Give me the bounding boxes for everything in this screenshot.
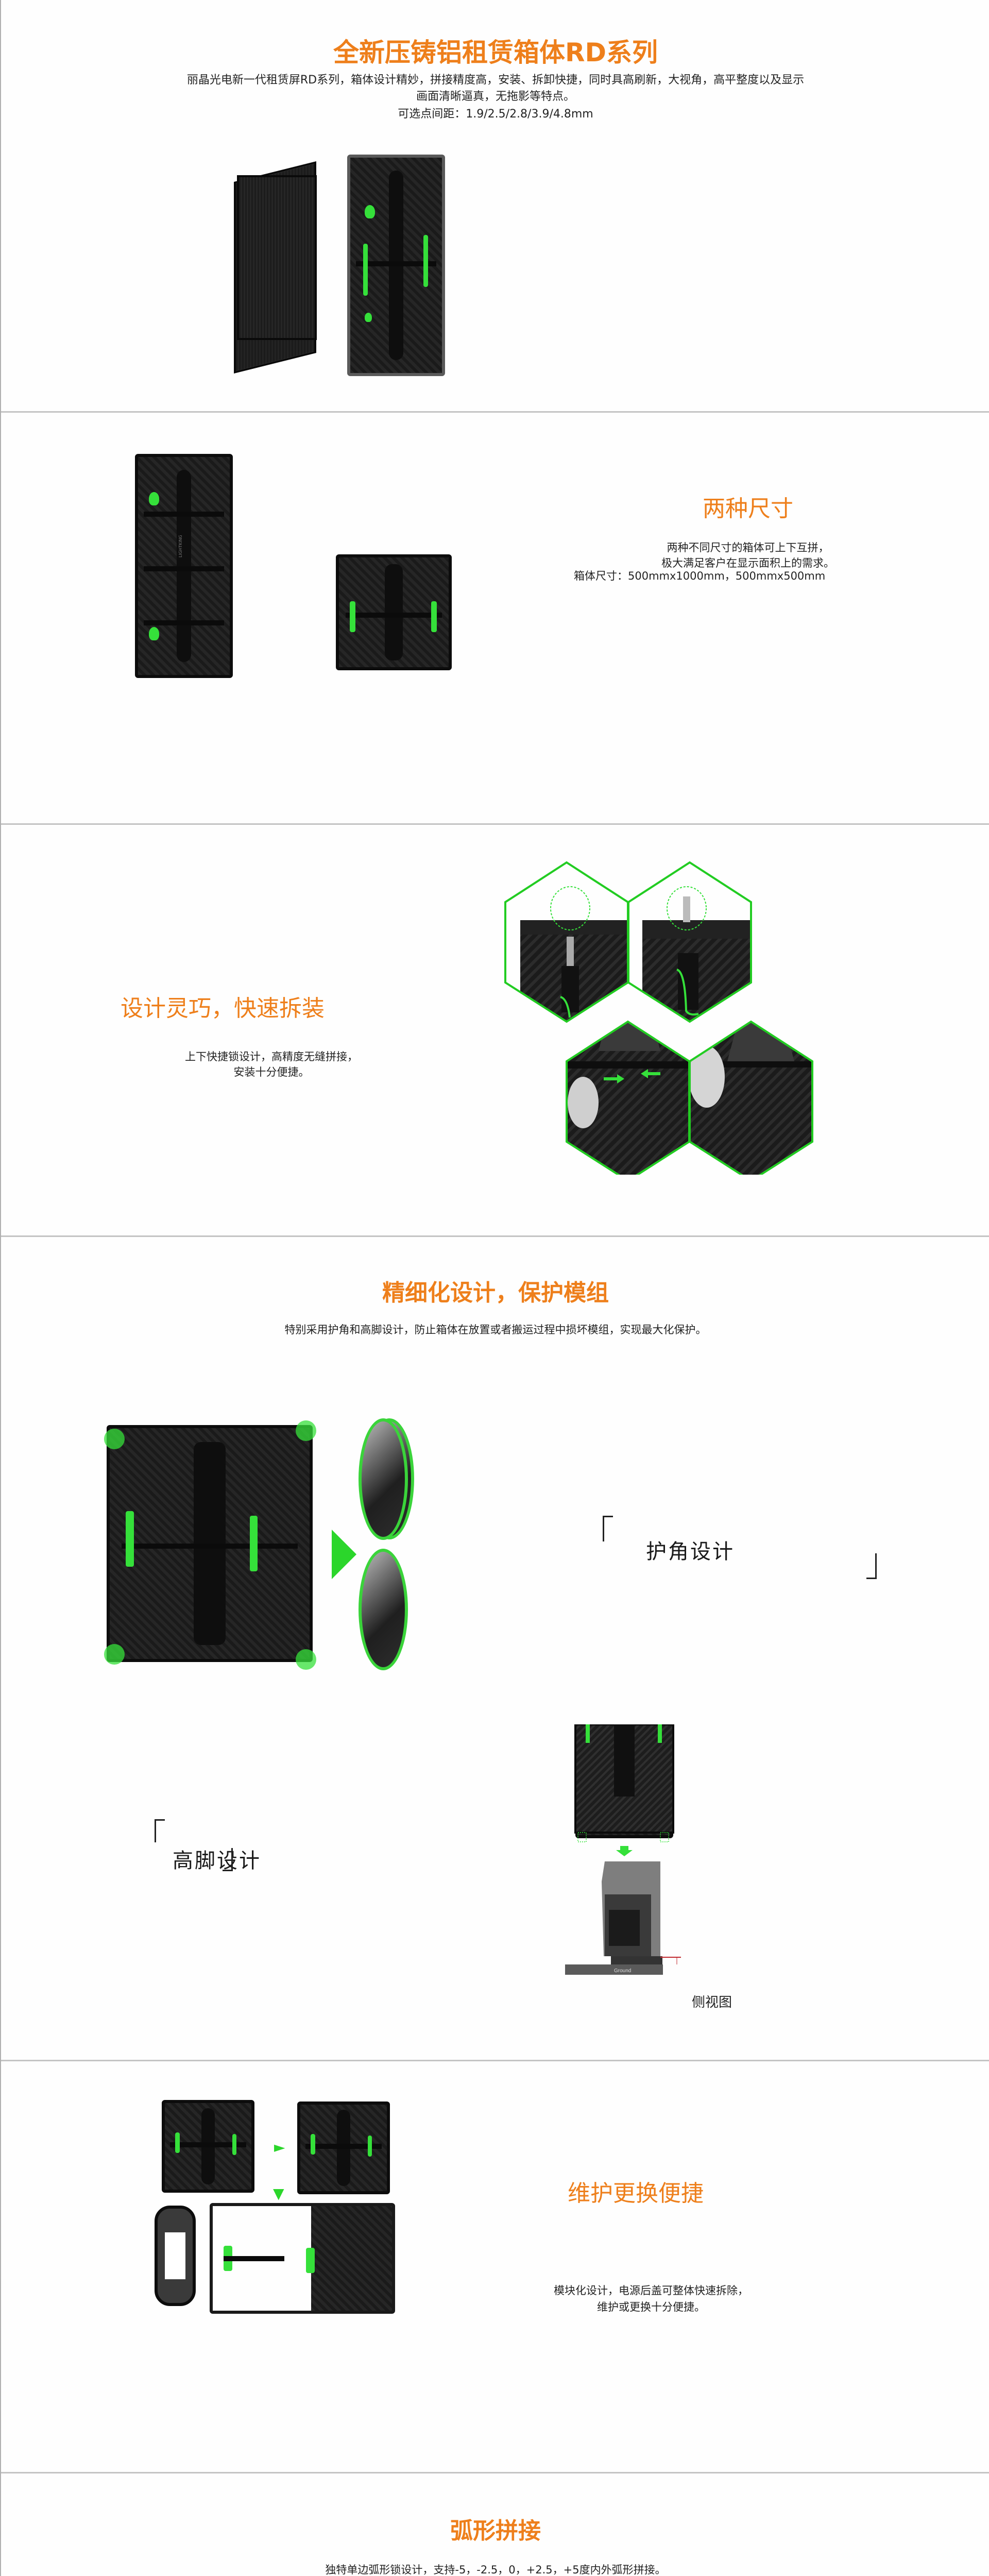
led-cabinet-front-panel (237, 175, 317, 340)
corner-guard-closeup-bottom-image (359, 1549, 408, 1670)
corner-dot-top-right (296, 1420, 316, 1441)
quick-lock-description-line1: 上下快捷锁设计，高精度无缝拼接， (185, 1050, 358, 1063)
quick-lock-title: 设计灵巧，快速拆装 (121, 995, 325, 1022)
led-cabinet-rear-image (347, 155, 445, 376)
cabinet-500x1000-image: LIGHTKING (135, 454, 233, 678)
hero-section: 全新压铸铝租赁箱体RD系列 丽晶光电新一代租赁屏RD系列，箱体设计精妙，拼接精度… (1, 0, 989, 412)
hero-title: 全新压铸铝租赁箱体RD系列 (333, 38, 658, 67)
sizes-section: LIGHTKING 两种尺寸 两种不同尺寸的箱体可上下互拼， 极大满足客户在显示… (1, 413, 989, 824)
bracket-bottom-right (866, 1553, 877, 1579)
protection-section: 精细化设计，保护模组 特别采用护角和高脚设计，防止箱体在放置或者搬运过程中损坏模… (1, 1237, 989, 2060)
corner-guard-closeup-top-image (359, 1418, 408, 1540)
section-divider (1, 2060, 989, 2061)
maintenance-description-line1: 模块化设计，电源后盖可整体快速拆除， (554, 2284, 748, 2297)
cabinet-500x500-image (336, 554, 452, 670)
feet-design-label: 高脚设计 (173, 1849, 261, 1873)
arc-description: 独特单边弧形锁设计，支持-5，-2.5，0，+2.5，+5度内外弧形拼接。 (325, 2564, 666, 2576)
maintenance-description-line2: 维护或更换十分便捷。 (597, 2301, 705, 2313)
cabinet-corner-highlight-image (107, 1425, 313, 1662)
section-divider (1, 411, 989, 413)
brand-label: LIGHTKING (178, 534, 183, 557)
maintenance-section: ► ▼ 维护更换便捷 模块化设计，电源后盖可整体快速拆除， 维护或更换十分便捷。 (1, 2061, 989, 2472)
cabinet-cover-opening-image (297, 2102, 390, 2194)
bracket-top-left (603, 1516, 613, 1541)
corner-dot-bottom-right (296, 1649, 316, 1670)
protection-description: 特别采用护角和高脚设计，防止箱体在放置或者搬运过程中损坏模组，实现最大化保护。 (284, 1324, 707, 1336)
bracket-top-left (155, 1819, 165, 1842)
sizes-description-line2: 极大满足客户在显示面积上的需求。 (661, 557, 834, 569)
section-divider (1, 823, 989, 825)
corner-dot-bottom-left (104, 1644, 125, 1665)
arrow-down-icon: ▼ (273, 2185, 284, 2202)
corner-design-label: 护角设计 (646, 1540, 735, 1564)
protection-title: 精细化设计，保护模组 (382, 1280, 609, 1306)
section-divider (1, 1235, 989, 1237)
hero-description-line1: 丽晶光电新一代租赁屏RD系列，箱体设计精妙，拼接精度高，安装、拆卸快捷，同时具高… (186, 74, 805, 87)
maintenance-title: 维护更换便捷 (568, 2180, 704, 2207)
arc-title: 弧形拼接 (450, 2518, 541, 2544)
quick-lock-description-line2: 安装十分便捷。 (233, 1066, 310, 1078)
cabinet-assembled-image (162, 2100, 254, 2193)
feet-diagram: Ground (565, 1724, 681, 1975)
quick-lock-section: 设计灵巧，快速拆装 上下快捷锁设计，高精度无缝拼接， 安装十分便捷。 (1, 825, 989, 1236)
arrow-right-icon: ► (274, 2139, 285, 2156)
hero-description-line2: 画面清晰逼真，无拖影等特点。 (416, 90, 575, 103)
power-cover-removed-image (155, 2206, 196, 2306)
sizes-dimensions: 箱体尺寸：500mmx1000mm，500mmx500mm (574, 570, 826, 582)
bracket-bottom-right (223, 1848, 233, 1871)
arc-section: 弧形拼接 独特单边弧形锁设计，支持-5，-2.5，0，+2.5，+5度内外弧形拼… (1, 2473, 989, 2576)
arrow-right-icon (332, 1530, 356, 1579)
corner-dot-top-left (104, 1429, 125, 1449)
hero-pitch-options: 可选点间距：1.9/2.5/2.8/3.9/4.8mm (398, 108, 593, 121)
section-divider (1, 2472, 989, 2473)
sizes-title: 两种尺寸 (703, 496, 793, 522)
side-view-caption: 侧视图 (691, 1995, 732, 2010)
hexagon-detail-grid (504, 861, 813, 1175)
ground-label: Ground (614, 1968, 631, 1974)
sizes-description-line1: 两种不同尺寸的箱体可上下互拼， (667, 541, 829, 554)
cabinet-frame-exploded-image (210, 2203, 395, 2314)
